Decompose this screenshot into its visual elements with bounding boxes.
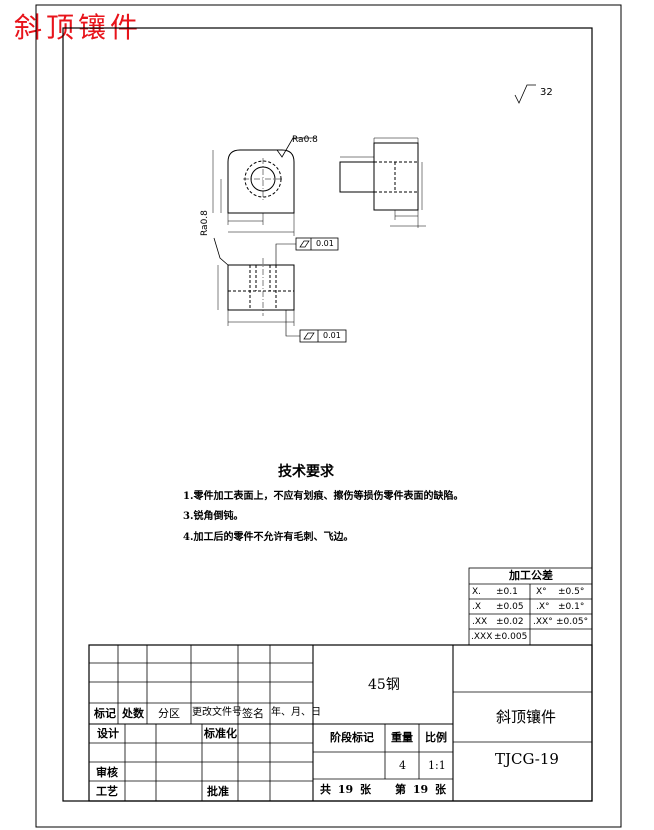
label-count: 处数 [122,707,144,720]
label-zone: 分区 [158,707,180,720]
inner-frame [62,27,593,802]
label-standard: 标准化 [204,727,237,740]
label-process: 工艺 [96,785,118,798]
label-design: 设计 [97,727,119,740]
tolerance-key: .XX° [533,617,553,627]
label-sign: 签名 [242,707,264,720]
outer-frame [35,4,622,828]
label-weight: 重量 [391,731,413,744]
tolerance-value: ±0.5° [558,587,585,597]
roughness-label-front: Ra0.8 [292,135,318,145]
requirement-item: 1.零件加工表面上，不应有划痕、擦伤等损伤零件表面的缺陷。 [183,491,464,502]
requirements-heading: 技术要求 [278,464,334,480]
label-stage: 阶段标记 [330,731,374,744]
tolerance-value: ±0.1 [496,587,518,597]
requirement-item: 3.锐角倒钝。 [183,511,244,522]
material: 45钢 [368,677,400,693]
tolerance-key: X° [536,587,547,597]
tolerance-key: .X° [536,602,550,612]
tolerance-key: .XXX [471,632,493,642]
flatness-value-top: 0.01 [316,239,334,248]
surface-finish-symbol [514,84,536,104]
tolerance-key: .XX [472,617,488,627]
tolerance-key: .X [472,602,482,612]
front-view [212,137,316,236]
label-mark: 标记 [94,707,116,720]
tolerance-key: X. [472,587,482,597]
roughness-label-plan: Ra0.8 [200,210,210,236]
tolerance-value: ±0.1° [558,602,585,612]
tolerance-value: ±0.05° [556,617,589,627]
weight-value: 4 [399,759,406,772]
sheets-total: 共 19 张 [320,783,371,796]
label-review: 审核 [96,766,118,779]
flatness-value-bottom: 0.01 [323,331,341,340]
part-name: 斜顶镶件 [496,708,557,726]
label-scale: 比例 [425,731,447,744]
tolerance-heading: 加工公差 [509,569,553,582]
title-block-grid [88,644,593,802]
tolerance-value: ±0.02 [496,617,524,627]
label-approve: 批准 [207,785,229,798]
label-change-doc: 更改文件号 [192,707,242,718]
tolerance-value: ±0.005 [494,632,528,642]
drawing-number: TJCG-19 [495,750,559,768]
sheet-number: 第 19 张 [395,783,446,796]
plan-view [213,237,347,343]
scale-value: 1:1 [428,759,446,772]
tolerance-value: ±0.05 [496,602,524,612]
surface-finish-value: 32 [540,87,553,98]
requirement-item: 4.加工后的零件不允许有毛刺、飞边。 [183,532,354,543]
label-date: 年、月、日 [271,707,321,718]
side-view [339,137,426,228]
